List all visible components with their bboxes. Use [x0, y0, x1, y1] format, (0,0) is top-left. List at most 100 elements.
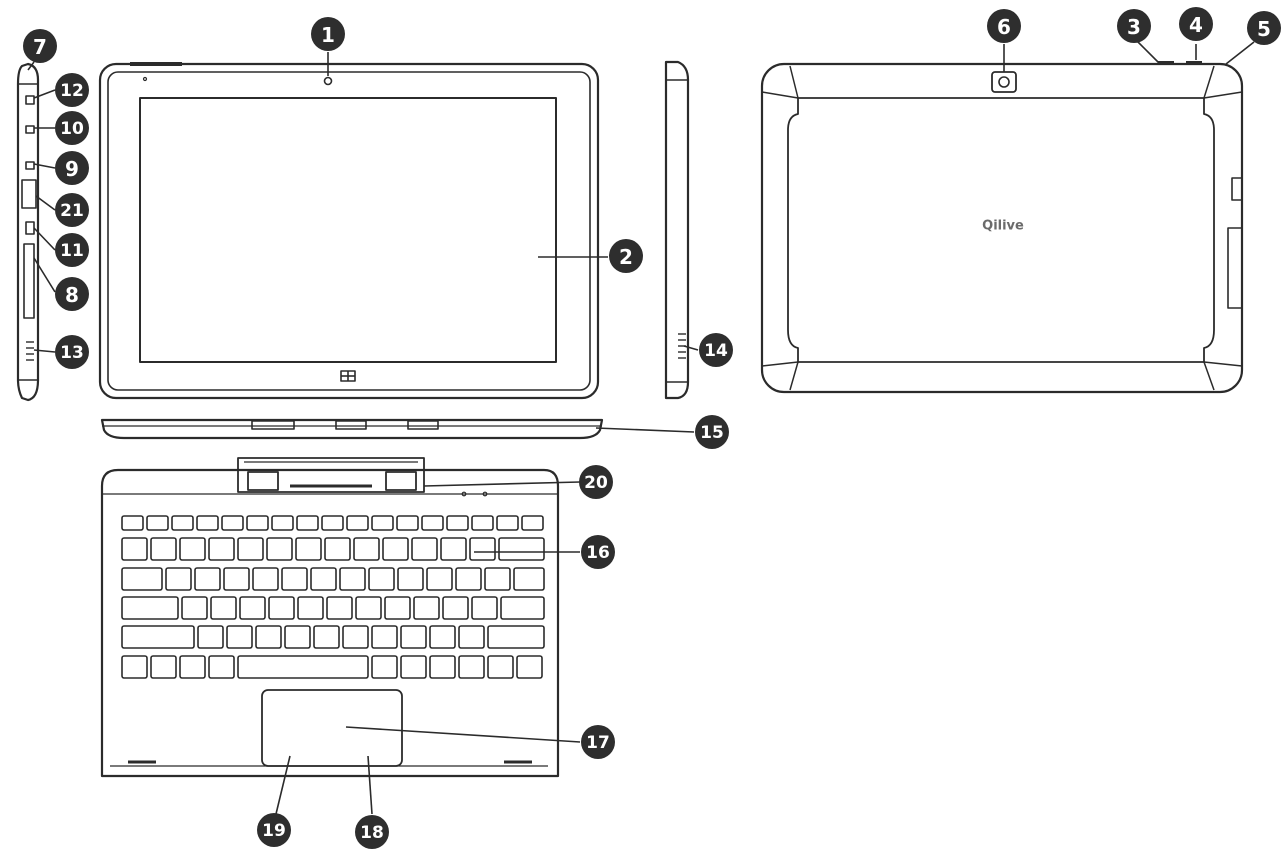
keyboard-key	[400, 655, 427, 679]
front-camera-icon	[323, 76, 333, 86]
callout-circle	[55, 73, 89, 107]
keyboard-key	[252, 567, 279, 591]
callout-circle	[55, 277, 89, 311]
keyboard-key	[446, 515, 469, 531]
keyboard-key	[226, 625, 253, 649]
keyboard-dock	[100, 457, 560, 778]
callout-number: 3	[1127, 15, 1141, 39]
callout-number: 21	[60, 201, 84, 221]
keyboard-key	[121, 515, 144, 531]
callout-circle	[311, 17, 345, 51]
keyboard-key	[487, 655, 514, 679]
keyboard-key	[255, 625, 282, 649]
right-side-view	[664, 60, 690, 400]
keyboard-key	[471, 596, 498, 620]
keyboard-key	[150, 655, 177, 679]
keyboard-key	[429, 655, 456, 679]
tablet-back	[760, 61, 1244, 394]
callout-circle	[987, 9, 1021, 43]
keyboard-key	[266, 537, 293, 561]
callout-circle	[695, 415, 729, 449]
keyboard-key	[426, 567, 453, 591]
tablet-bottom-edge	[100, 418, 604, 440]
callout-number: 12	[60, 81, 84, 101]
keyboard-key	[165, 567, 192, 591]
card-slot-icon	[23, 243, 35, 319]
keyboard-key	[281, 567, 308, 591]
leader-lines	[27, 41, 1255, 815]
keyboard-key	[368, 567, 395, 591]
keyboard-key	[194, 567, 221, 591]
keyboard-key	[321, 515, 344, 531]
dock-connector-right	[407, 420, 439, 430]
keyboard-key	[371, 655, 398, 679]
callout-number: 7	[33, 35, 47, 59]
keyboard-key	[440, 537, 467, 561]
keyboard-key	[296, 515, 319, 531]
keyboard-key	[121, 655, 148, 679]
keyboard-key	[121, 567, 163, 591]
keyboard-key	[413, 596, 440, 620]
keyboard-key	[295, 537, 322, 561]
keyboard-key	[237, 537, 264, 561]
callout-number: 14	[704, 341, 728, 361]
keyboard-key	[442, 596, 469, 620]
keyboard-key	[458, 625, 485, 649]
callout-circle	[257, 813, 291, 847]
keyboard-key	[268, 596, 295, 620]
callout-19: 19	[257, 813, 291, 847]
callout-number: 19	[262, 821, 286, 841]
keyboard-key	[246, 515, 269, 531]
callout-number: 11	[60, 241, 84, 261]
keyboard-key	[284, 625, 311, 649]
callout-circle	[609, 239, 643, 273]
keyboard-key	[458, 655, 485, 679]
keyboard-key	[297, 596, 324, 620]
callout-number: 18	[360, 823, 384, 843]
tablet-front	[98, 62, 600, 400]
callout-number: 8	[65, 283, 79, 307]
keyboard-key	[484, 567, 511, 591]
callout-number: 20	[584, 473, 608, 493]
callout-circle	[55, 193, 89, 227]
keyboard-key	[500, 596, 545, 620]
keyboard-key	[179, 655, 206, 679]
keyboard-key	[471, 515, 494, 531]
callout-10: 10	[55, 111, 89, 145]
callout-16: 16	[581, 535, 615, 569]
callout-14: 14	[699, 333, 733, 367]
keyboard-key	[271, 515, 294, 531]
keyboard-key	[396, 515, 419, 531]
keyboard-key	[516, 655, 543, 679]
keyboard-key	[326, 596, 353, 620]
callout-17: 17	[581, 725, 615, 759]
keyboard-key	[181, 596, 208, 620]
keyboard-key	[208, 655, 235, 679]
callout-circle	[699, 333, 733, 367]
keyboard-key	[346, 515, 369, 531]
dc-port-icon	[25, 221, 35, 235]
headphone-port-icon	[25, 95, 35, 105]
hdmi-port-icon	[21, 179, 37, 209]
keyboard-key	[339, 567, 366, 591]
keyboard-key	[371, 515, 394, 531]
callout-circle	[55, 335, 89, 369]
callout-number: 4	[1189, 13, 1203, 37]
dock-connector-center	[335, 420, 367, 430]
callout-circle	[579, 465, 613, 499]
keyboard-key	[121, 537, 148, 561]
keyboard-key	[197, 625, 224, 649]
micro-usb-port-icon	[25, 161, 35, 170]
callout-circle	[55, 233, 89, 267]
keyboard-key	[521, 515, 544, 531]
callout-18: 18	[355, 815, 389, 849]
callout-3: 3	[1117, 9, 1151, 43]
keyboard-key	[513, 567, 545, 591]
keyboard-key	[498, 537, 545, 561]
keyboard-key	[469, 537, 496, 561]
callout-5: 5	[1247, 11, 1281, 45]
keyboard-key	[179, 537, 206, 561]
callout-7: 7	[23, 29, 57, 63]
